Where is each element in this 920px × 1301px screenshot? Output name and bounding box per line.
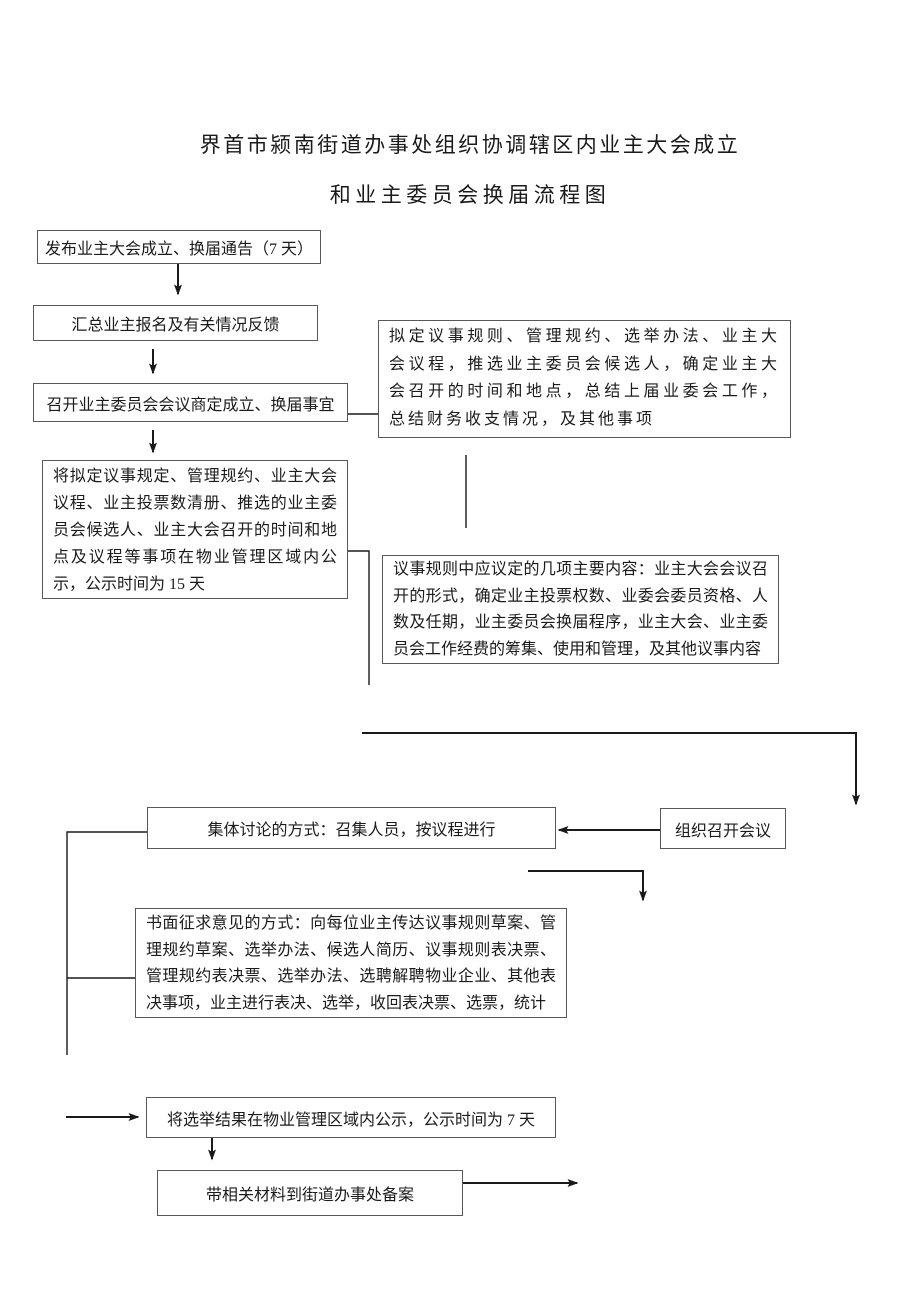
flow-box-rules-key-contents: 议事规则中应议定的几项主要内容：业主大会会议召开的形式，确定业主投票权数、业委会…: [382, 555, 779, 664]
flow-box-group-discussion: 集体讨论的方式：召集人员，按议程进行: [147, 807, 556, 849]
flow-box-committee-meeting: 召开业主委员会会议商定成立、换届事宜: [33, 383, 348, 422]
flow-box-announce-notice: 发布业主大会成立、换届通告（7 天）: [37, 230, 321, 264]
flow-box-draft-rules: 拟定议事规则、管理规约、选举办法、业主大会议程，推选业主委员会候选人，确定业主大…: [378, 320, 791, 438]
line-left-trunk: [66, 831, 147, 1055]
flow-box-summarize-signups: 汇总业主报名及有关情况反馈: [33, 305, 318, 341]
flow-box-organize-meeting: 组织召开会议: [660, 808, 786, 849]
arrow-trunk-to-right-down: [362, 732, 860, 806]
document-title-line1: 界首市颍南街道办事处组织协调辖区内业主大会成立: [199, 133, 741, 157]
flow-box-publicity-7-days: 将选举结果在物业管理区域内公示，公示时间为 7 天: [146, 1097, 556, 1138]
arrow-discussion-down: [528, 870, 647, 902]
document-title-line2: 和业主委员会换届流程图: [329, 183, 611, 207]
line-publicity15-right-trunk: [348, 550, 370, 685]
flow-box-publicity-15-days: 将拟定议事规定、管理规约、业主大会议程、业主投票数清册、推选的业主委员会候选人、…: [42, 460, 348, 599]
flow-box-filing-record: 带相关材料到街道办事处备案: [157, 1170, 463, 1216]
flow-box-written-opinions: 书面征求意见的方式：向每位业主传达议事规则草案、管理规约草案、选举办法、候选人简…: [135, 908, 567, 1018]
